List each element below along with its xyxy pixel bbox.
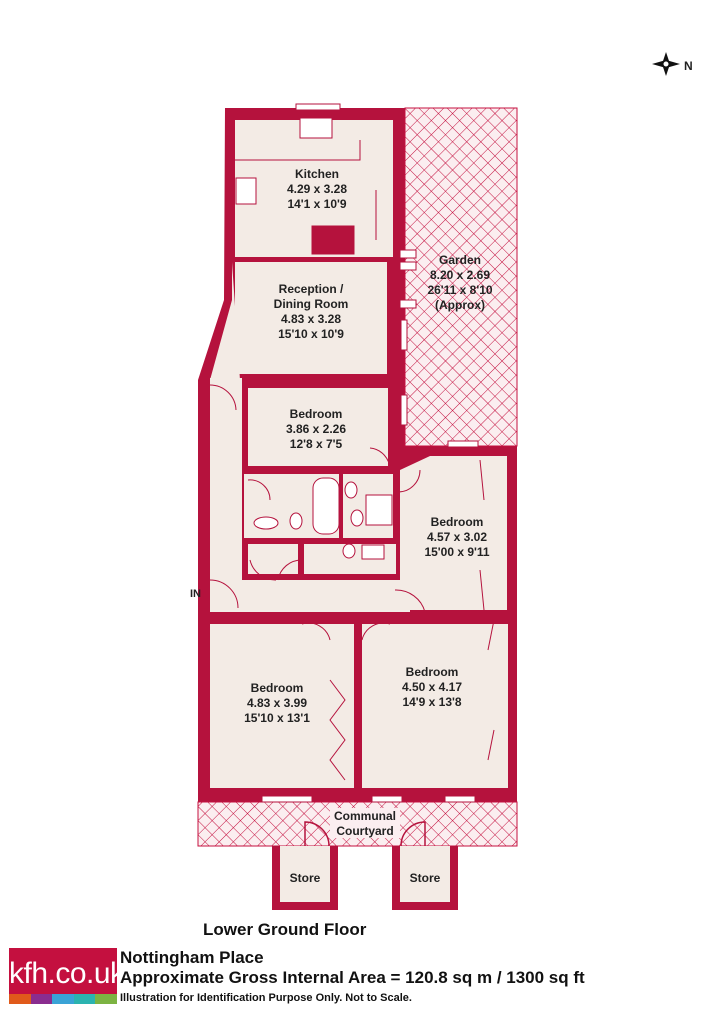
kitchen-imperial: 14'1 x 10'9	[287, 197, 346, 211]
reception-imperial: 15'10 x 10'9	[278, 327, 344, 341]
bedroom-b-imperial: 15'00 x 9'11	[424, 545, 489, 559]
property-name: Nottingham Place	[120, 948, 264, 967]
reception-metric: 4.83 x 3.28	[281, 312, 341, 326]
gross-area: Approximate Gross Internal Area = 120.8 …	[120, 968, 585, 987]
wardrobes	[329, 459, 495, 781]
kitchen-metric: 4.29 x 3.28	[287, 182, 347, 196]
garden-area	[404, 107, 518, 447]
compass-icon	[652, 52, 680, 76]
compass-north-label: N	[684, 59, 693, 73]
bedroom-d-imperial: 14'9 x 13'8	[402, 695, 461, 709]
logo-bar-segment-4	[73, 994, 96, 1004]
store-right	[392, 846, 458, 910]
logo-bar-segment-2	[30, 994, 53, 1004]
door-swings	[209, 384, 426, 641]
disclaimer: Illustration for Identification Purpose …	[120, 992, 412, 1004]
store-left-name: Store	[290, 871, 321, 885]
reception-name-2: Dining Room	[274, 297, 349, 311]
kitchen-name: Kitchen	[295, 167, 339, 181]
logo-color-bar	[9, 994, 117, 1004]
courtyard-name: Communal	[334, 809, 396, 823]
bedroom-b-name: Bedroom	[431, 515, 484, 529]
bedroom-c-name: Bedroom	[251, 681, 304, 695]
windows	[261, 103, 479, 803]
garden-metric: 8.20 x 2.69	[430, 268, 490, 282]
logo-bar-segment-3	[52, 994, 74, 1004]
garden-door-steps	[399, 249, 417, 309]
bathroom-fixtures	[253, 477, 393, 560]
bedroom-c-metric: 4.83 x 3.99	[247, 696, 307, 710]
garden-imperial: 26'11 x 8'10	[427, 283, 492, 297]
floor-title: Lower Ground Floor	[203, 920, 367, 939]
bedroom-d-name: Bedroom	[406, 665, 459, 679]
bedroom-a-metric: 3.86 x 2.26	[286, 422, 346, 436]
bedroom-c-imperial: 15'10 x 13'1	[244, 711, 310, 725]
store-left-door	[304, 821, 330, 847]
entrance-label: IN	[190, 588, 201, 600]
bedroom-a-imperial: 12'8 x 7'5	[290, 437, 343, 451]
reception-name: Reception /	[279, 282, 344, 296]
logo-bar-segment-1	[9, 994, 31, 1004]
store-right-door	[400, 821, 426, 847]
store-left	[272, 846, 338, 910]
bedroom-a-name: Bedroom	[290, 407, 343, 421]
garden-note: (Approx)	[435, 298, 485, 312]
garden-name: Garden	[439, 253, 481, 267]
bedroom-b-metric: 4.57 x 3.02	[427, 530, 487, 544]
kitchen-fixtures	[235, 117, 377, 255]
logo-bar-segment-5	[95, 994, 117, 1004]
courtyard-name-2: Courtyard	[336, 824, 393, 838]
bedroom-d-metric: 4.50 x 4.17	[402, 680, 462, 694]
store-right-name: Store	[410, 871, 441, 885]
